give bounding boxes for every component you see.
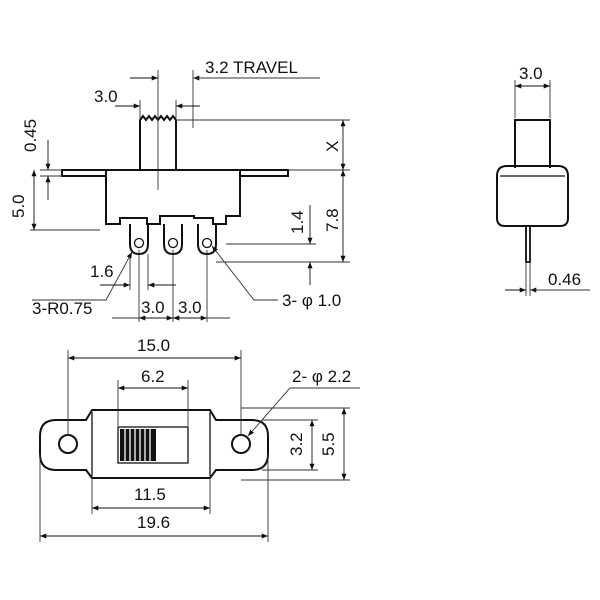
terminal-hole-label: 3- φ 1.0 [282,291,341,310]
pitch-left-label: 3.0 [141,298,165,317]
actuator-width-label: 3.0 [94,87,118,106]
body-height-label: 5.0 [9,194,28,218]
body-width-label: 5.5 [319,432,338,456]
total-height-label: 7.8 [323,208,342,232]
top-slot [117,426,189,464]
offset-label: 0.45 [21,119,40,152]
side-view: 3.2 TRAVEL 3.0 0.45 5.0 X 7.8 1.4 [9,58,350,322]
end-actuator [514,119,551,168]
pin-thickness-label: 0.46 [548,270,581,289]
pin-gap-label: 1.6 [90,262,114,281]
hole-spacing-label: 15.0 [137,336,170,355]
mount-hole-right [231,434,251,454]
end-body [496,165,569,227]
travel-label: 3.2 TRAVEL [205,58,298,77]
overall-length-label: 19.6 [137,513,170,532]
actuator-height-label: X [323,141,342,152]
mount-hole-left [58,434,78,454]
mount-hole-label: 2- φ 2.2 [292,367,351,386]
pitch-right-label: 3.0 [178,298,202,317]
side-terminals [129,224,217,256]
top-knob [120,429,156,461]
body-length-label: 11.5 [134,485,166,504]
pin-length-label: 1.4 [288,210,307,234]
side-body [105,169,241,225]
radius-label: 3-R0.75 [32,299,92,318]
slot-length-label: 6.2 [141,367,165,386]
top-view: 15.0 6.2 2- φ 2.2 3.2 5.5 11.5 19.6 [39,336,360,542]
hole-height-label: 3.2 [287,432,306,456]
end-view: 3.0 0.46 [496,64,590,296]
end-width-label: 3.0 [519,64,543,83]
